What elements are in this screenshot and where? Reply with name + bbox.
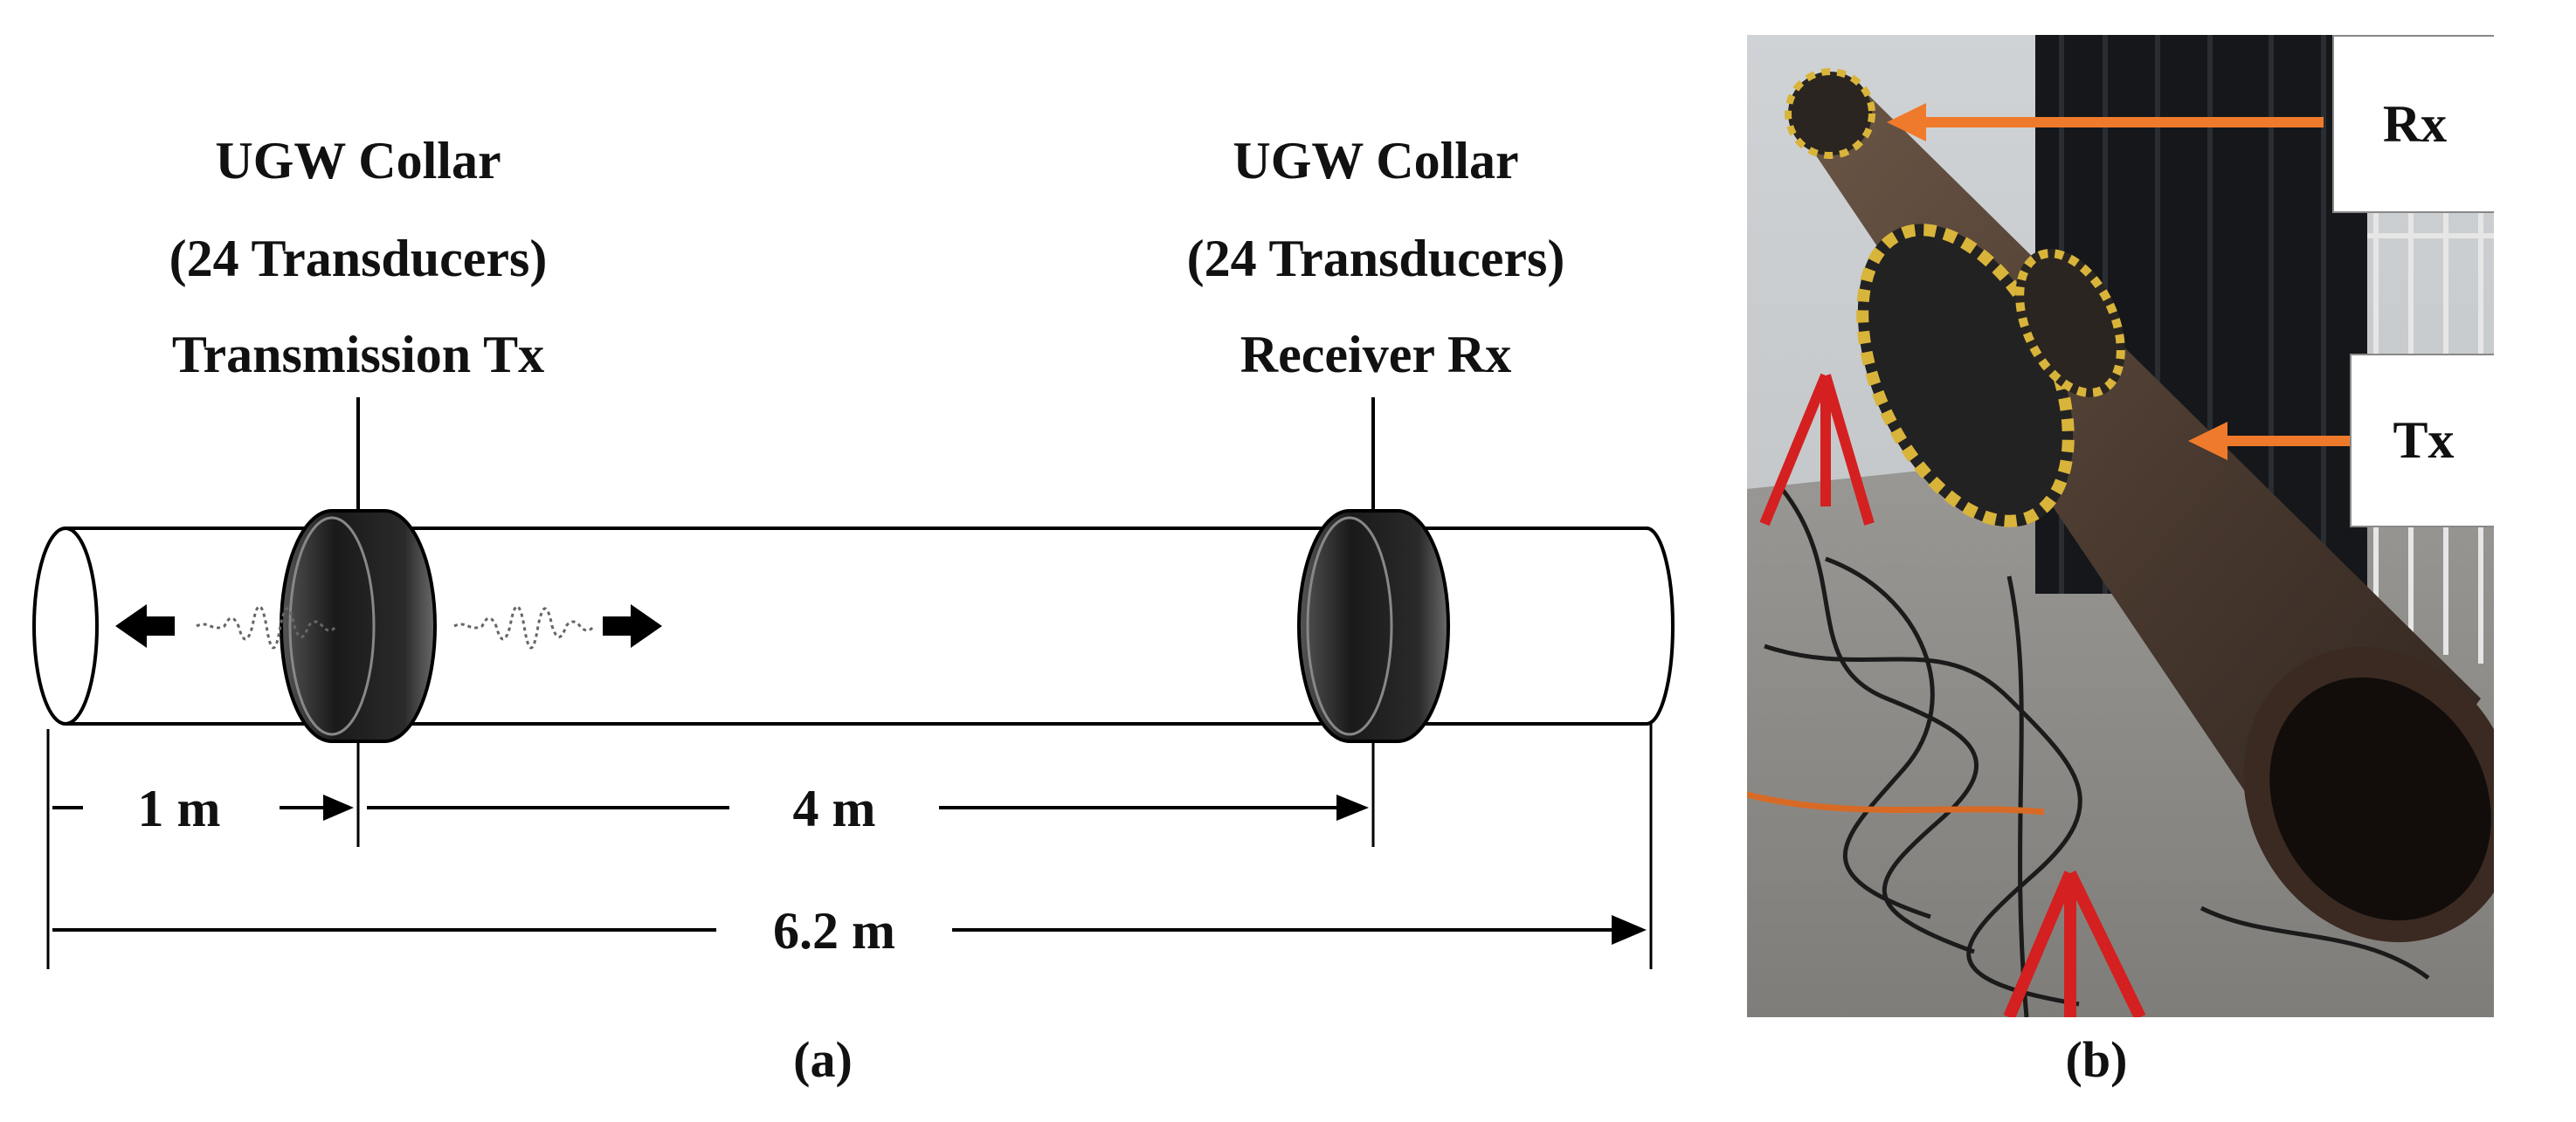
- label-rx: Rx: [2332, 35, 2494, 213]
- rx-collar-label-line3: Receiver Rx: [1240, 326, 1512, 383]
- tx-collar: [280, 397, 437, 743]
- tx-arrow: [2188, 422, 2358, 460]
- stand-front: [2003, 870, 2146, 1017]
- tx-collar-label-line1: UGW Collar: [215, 132, 501, 189]
- wave-arrow-right: [603, 604, 662, 648]
- photo-rx-collar: [1785, 68, 1875, 159]
- pipe-body: [32, 527, 1675, 726]
- caption-a: (a): [793, 1031, 853, 1088]
- photo-tx-collar: [1856, 224, 2125, 527]
- rx-arrow: [1887, 103, 2324, 141]
- stand-back: [1759, 373, 1875, 527]
- orange-cable: [1747, 791, 2045, 816]
- tx-collar-label-line3: Transmission Tx: [171, 326, 545, 383]
- dim-1m-label: 1 m: [137, 780, 221, 837]
- cables: [1764, 487, 2430, 1017]
- dim-4m-line: [367, 795, 1369, 821]
- wave-arrow-left: [115, 604, 175, 648]
- label-tx: Tx: [2350, 354, 2494, 527]
- dim-6m-line: [52, 915, 1647, 945]
- dim-4m-label: 4 m: [792, 780, 876, 837]
- tx-collar-label-line2: (24 Transducers): [169, 230, 548, 287]
- rx-collar-label-line2: (24 Transducers): [1186, 230, 1565, 287]
- rx-collar: [1297, 397, 1450, 743]
- caption-b: (b): [2065, 1031, 2128, 1088]
- rx-collar-label-line1: UGW Collar: [1233, 132, 1519, 189]
- pipe-left-end: [32, 527, 99, 726]
- setup-photo: Rx Tx: [1747, 35, 2494, 1017]
- dim-6m-label: 6.2 m: [773, 902, 895, 960]
- dim-1m-line: [52, 795, 354, 821]
